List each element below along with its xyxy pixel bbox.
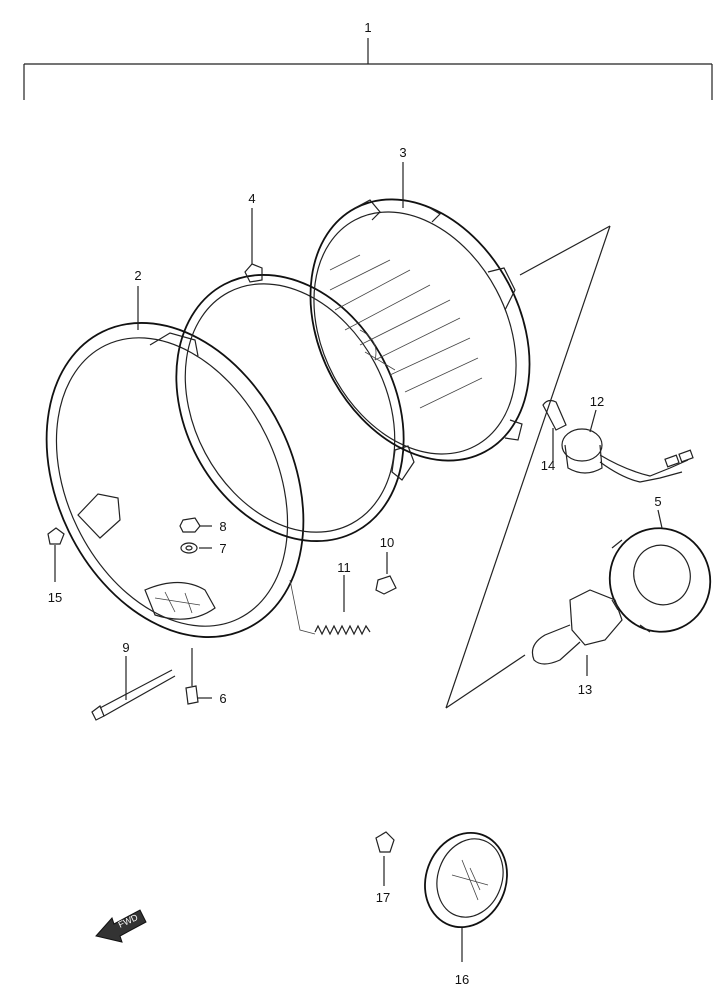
detail-envelope-lines (445, 225, 611, 709)
callout-6: 6 (219, 691, 226, 706)
callout-2: 2 (134, 268, 141, 283)
callout-5: 5 (654, 494, 661, 509)
callout-14: 14 (541, 458, 555, 473)
callout-10: 10 (380, 535, 394, 550)
sealed-beam-unit (309, 198, 531, 462)
bulb-17 (375, 831, 395, 886)
callout-16: 16 (455, 972, 469, 987)
nut-8 (179, 517, 212, 533)
washer-7 (180, 542, 212, 554)
headlamp-housing-rim (45, 322, 305, 638)
bolt-6 (185, 648, 212, 705)
adjusting-screw-9 (91, 656, 176, 721)
spring-11 (289, 575, 371, 636)
leader-lines (137, 162, 404, 330)
callout-9: 9 (122, 640, 129, 655)
bulb-socket-cover (608, 509, 712, 633)
bulb-socket-harness (561, 409, 694, 483)
callout-17: 17 (376, 890, 390, 905)
clip-nut-10 (375, 552, 397, 595)
callout-13: 13 (578, 682, 592, 697)
screw-15 (47, 527, 65, 582)
callout-11: 11 (337, 560, 351, 575)
callout-1: 1 (364, 20, 371, 35)
assembly-bracket (23, 38, 713, 100)
callout-8: 8 (219, 519, 226, 534)
callout-4: 4 (248, 191, 255, 206)
headlight-bulb (531, 589, 623, 676)
position-bulb (542, 399, 567, 462)
emblem-16 (424, 831, 508, 962)
retaining-ring (175, 263, 415, 542)
callout-7: 7 (219, 541, 226, 556)
callout-3: 3 (399, 145, 406, 160)
front-direction-arrow: FWD (95, 909, 147, 943)
callout-15: 15 (48, 590, 62, 605)
callout-12: 12 (590, 394, 604, 409)
